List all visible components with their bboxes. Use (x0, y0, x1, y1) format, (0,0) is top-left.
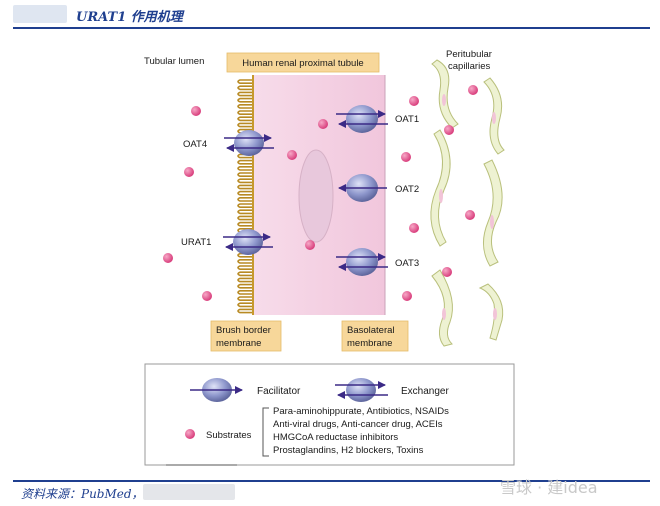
substrate-dot (287, 150, 297, 160)
brush-border-label-line1: Brush border (216, 325, 271, 336)
nucleus (298, 149, 334, 243)
urat1-label: URAT1 (181, 237, 211, 248)
tubular-lumen-label: Tubular lumen (144, 56, 204, 67)
transporter-oat3 (336, 248, 388, 276)
substrate-dot (163, 253, 173, 263)
substrate-dots (163, 85, 478, 301)
substrate-line-2: Anti-viral drugs, Anti-cancer drug, ACEI… (273, 419, 443, 430)
substrate-dot (191, 106, 201, 116)
legend-exchanger-icon (335, 378, 388, 402)
substrate-line-3: HMGCoA reductase inhibitors (273, 432, 398, 443)
legend-facilitator-label: Facilitator (257, 386, 301, 397)
substrate-dot (305, 240, 315, 250)
urat1-exchanger-icon (233, 229, 263, 255)
substrate-dot (409, 96, 419, 106)
peritubular-capillaries (430, 59, 505, 347)
substrate-line-1: Para-aminohippurate, Antibiotics, NSAIDs (273, 406, 449, 417)
transporter-urat1 (223, 229, 273, 255)
legend-substrate-icon (185, 429, 195, 439)
transporter-oat1 (336, 105, 388, 133)
watermark: 雪球 · 建idea (500, 478, 598, 497)
oat2-label: OAT2 (395, 184, 419, 195)
header-logo-blurred (13, 5, 67, 23)
substrate-dot (409, 223, 419, 233)
page-title: URAT1 作用机理 (76, 10, 183, 25)
brush-border-box (210, 320, 282, 352)
cell-title-box (226, 52, 380, 73)
basolateral-label-line2: membrane (347, 338, 392, 349)
legend-facilitator-icon (190, 378, 243, 402)
substrate-dot (318, 119, 328, 129)
capillary-cells (439, 94, 497, 320)
substrate-dot (202, 291, 212, 301)
substrate-dot (184, 167, 194, 177)
peritubular-label-line1: Peritubular (446, 49, 492, 60)
oat4-exchanger-icon (234, 130, 264, 156)
oat4-label: OAT4 (183, 139, 207, 150)
substrate-dot (442, 267, 452, 277)
transporter-oat2 (338, 174, 387, 202)
legend-box (144, 363, 515, 466)
brush-border-label-line2: membrane (216, 338, 261, 349)
footer-divider (13, 480, 650, 482)
basolateral-label-line1: Basolateral (347, 325, 395, 336)
oat3-exchanger-icon (346, 248, 378, 276)
oat3-label: OAT3 (395, 258, 419, 269)
peritubular-label-line2: capillaries (448, 61, 490, 72)
footer-source-blurred (143, 484, 235, 500)
substrate-dot (465, 210, 475, 220)
oat1-label: OAT1 (395, 114, 419, 125)
header-divider (13, 27, 650, 29)
footer-source: 资料来源：PubMed， (21, 487, 144, 501)
cell-title: Human renal proximal tubule (242, 58, 363, 69)
brush-border-microvilli (237, 79, 253, 314)
legend-substrates-label: Substrates (206, 430, 252, 441)
legend-exchanger-label: Exchanger (401, 386, 449, 397)
oat1-exchanger-icon (346, 105, 378, 133)
substrate-dot (402, 291, 412, 301)
transporter-oat4 (224, 130, 274, 156)
substrate-line-4: Prostaglandins, H2 blockers, Toxins (273, 445, 424, 456)
basolateral-box (341, 320, 409, 352)
legend-bracket (262, 407, 269, 457)
substrate-dot (468, 85, 478, 95)
substrate-dot (444, 125, 454, 135)
substrate-dot (401, 152, 411, 162)
